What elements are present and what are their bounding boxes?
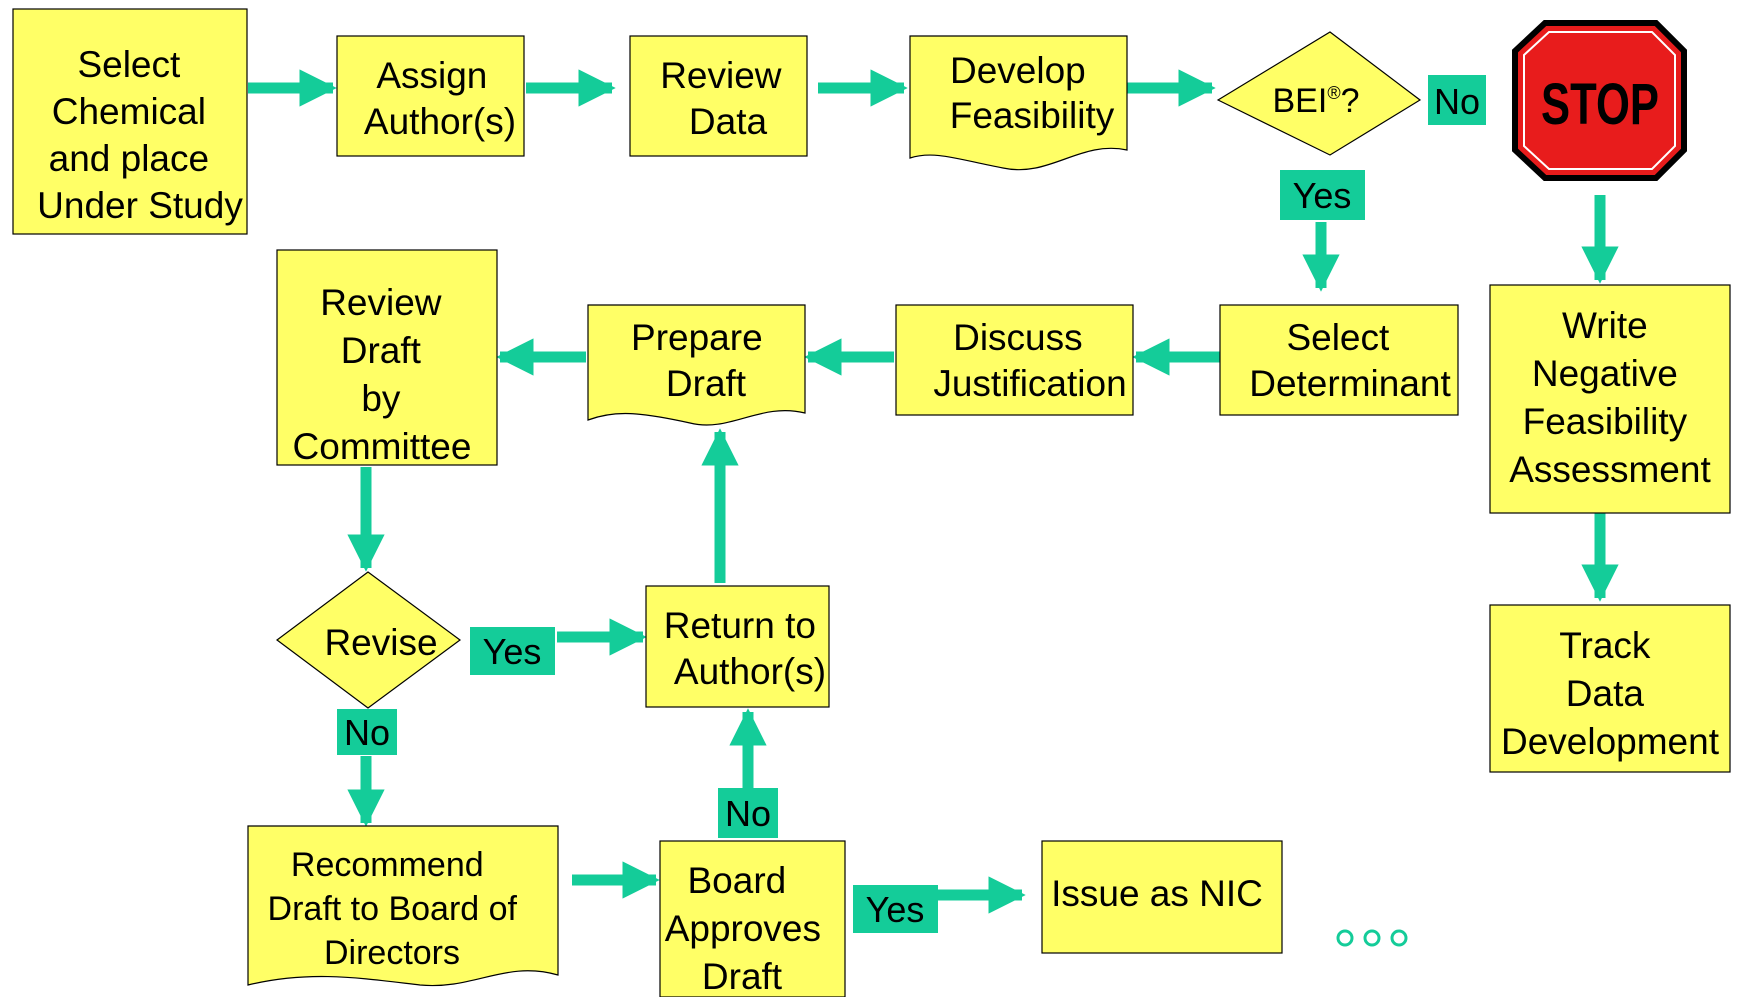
prepare-draft-document: [587, 304, 806, 426]
select-chemical-text: Select Chemical and place Under Study: [37, 44, 243, 226]
review-draft-text: Review Draft by Committee: [293, 282, 472, 467]
revise-text: Revise: [324, 622, 437, 663]
recommend-draft-text: Recommend Draft to Board of Directors: [268, 846, 527, 972]
issue-nic-text: Issue as NIC: [1051, 873, 1263, 914]
stop-octagon-inner: [1523, 31, 1676, 170]
return-authors-box: [645, 585, 830, 708]
review-data-text: Review Data: [660, 55, 792, 142]
revise-no-badge: [337, 709, 397, 755]
dot-3: [1390, 929, 1408, 947]
assign-authors-text: Assign Author(s): [364, 55, 516, 142]
flow-arrows: [248, 69, 1619, 914]
revise-no-label: No: [344, 712, 390, 753]
develop-feasibility-text: Develop Feasibility: [950, 50, 1115, 136]
three-dots-icon: [1336, 929, 1408, 947]
revise-yes-label: Yes: [483, 631, 542, 672]
bei-text: BEI®?: [1273, 82, 1360, 120]
bei-yes-label: Yes: [1293, 175, 1352, 216]
develop-feasibility-document: [909, 35, 1128, 171]
track-data-box: [1489, 604, 1731, 773]
write-negative-text: Write Negative Feasibility Assessment: [1509, 305, 1711, 490]
dot-2: [1363, 929, 1381, 947]
board-yes-label: Yes: [866, 889, 925, 930]
return-authors-text: Return to Author(s): [664, 605, 826, 692]
recommend-draft-document: [247, 825, 559, 987]
dot-1: [1336, 929, 1354, 947]
prepare-draft-text: Prepare Draft: [631, 317, 773, 404]
board-no-label: No: [725, 793, 771, 834]
revise-yes-badge: [470, 627, 555, 675]
select-determinant-box: [1219, 304, 1459, 416]
review-draft-box: [276, 249, 498, 466]
review-data-box: [629, 35, 808, 157]
stop-octagon: [1512, 20, 1687, 181]
stop-sign: STOP: [1512, 20, 1687, 181]
bei-yes-badge: [1280, 170, 1365, 220]
board-no-badge: [718, 788, 778, 838]
board-approves-text: Board Approves Draft: [665, 860, 832, 997]
bei-decision-diamond: [1216, 31, 1422, 156]
issue-nic-box: [1041, 840, 1283, 954]
write-negative-box: [1489, 284, 1731, 514]
select-determinant-text: Select Determinant: [1249, 317, 1451, 404]
track-data-text: Track Data Development: [1501, 625, 1720, 762]
board-yes-badge: [853, 885, 938, 933]
discuss-justification-box: [895, 304, 1134, 416]
revise-decision-diamond: [275, 571, 462, 709]
select-chemical-box: [12, 8, 248, 235]
bei-no-label: No: [1434, 81, 1480, 122]
stop-label: STOP: [1541, 72, 1659, 137]
assign-authors-box: [336, 35, 525, 157]
board-approves-box: [659, 840, 846, 997]
discuss-justification-text: Discuss Justification: [933, 317, 1126, 404]
bei-no-badge: [1428, 75, 1486, 125]
